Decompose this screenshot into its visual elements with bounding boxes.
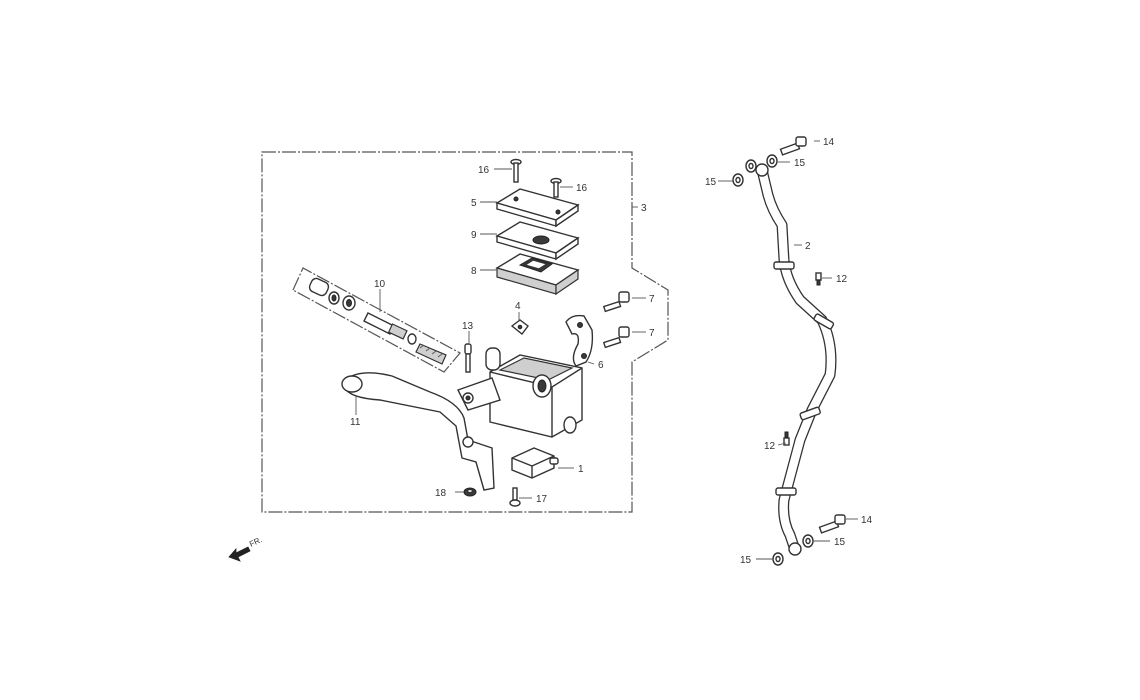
- front-label: FR.: [248, 535, 263, 549]
- switch-screw: [509, 487, 521, 507]
- handlebar-clamp: [565, 314, 594, 367]
- sealing-washers: [732, 154, 814, 566]
- callout-6: 6: [598, 360, 604, 371]
- callout-13: 13: [462, 321, 474, 332]
- front-arrow-icon: [228, 546, 251, 562]
- callout-7: 7: [649, 328, 655, 339]
- diaphragm-plate: [495, 221, 580, 261]
- master-cylinder-assembly-frame: 3: [261, 151, 669, 513]
- hose-clamp-upper: [815, 272, 822, 286]
- cap-screw-right: [550, 177, 562, 198]
- callout-12: 12: [764, 441, 776, 452]
- callout-18: 18: [435, 488, 447, 499]
- callout-16: 16: [576, 183, 588, 194]
- callout-labels: 16 16 5 9 8 4 7 7 6 10 13 11 1 17 18 14 …: [350, 137, 873, 566]
- clamp-bolt-lower: [602, 326, 630, 349]
- callout-11: 11: [350, 417, 361, 428]
- callout-14: 14: [823, 137, 835, 148]
- callout-5: 5: [471, 198, 477, 209]
- pivot-nut: [463, 487, 477, 497]
- hose-clamp-lower: [783, 431, 790, 446]
- callout-15: 15: [834, 537, 846, 548]
- callout-8: 8: [471, 266, 477, 277]
- lever-pivot-bolt: [464, 343, 472, 373]
- banjo-bolt-lower: [818, 514, 846, 534]
- master-cylinder-body: [457, 347, 583, 438]
- callout-10: 10: [374, 279, 386, 290]
- piston-kit-group: [292, 267, 461, 373]
- callout-17: 17: [536, 494, 548, 505]
- brake-light-switch: [511, 447, 559, 479]
- callout-7: 7: [649, 294, 655, 305]
- leader-lines: [355, 140, 858, 560]
- callout-15: 15: [705, 177, 717, 188]
- front-direction-indicator: FR.: [228, 535, 264, 562]
- reservoir-float-clip: [510, 319, 529, 335]
- callout-3: 3: [641, 203, 647, 214]
- clamp-bolt-upper: [602, 291, 630, 313]
- cap-screw-left: [510, 158, 522, 183]
- reservoir-diaphragm: [495, 253, 580, 296]
- callout-4: 4: [515, 301, 521, 312]
- callout-1: 1: [578, 464, 584, 475]
- brake-lever: [341, 372, 495, 491]
- callout-15: 15: [740, 555, 752, 566]
- callout-9: 9: [471, 230, 477, 241]
- callout-16: 16: [478, 165, 490, 176]
- callout-12: 12: [836, 274, 848, 285]
- callout-2: 2: [805, 241, 811, 252]
- callout-14: 14: [861, 515, 873, 526]
- banjo-bolt-upper: [779, 136, 807, 156]
- callout-15: 15: [794, 158, 806, 169]
- brake-hose: [755, 163, 837, 556]
- reservoir-cap: [495, 188, 580, 228]
